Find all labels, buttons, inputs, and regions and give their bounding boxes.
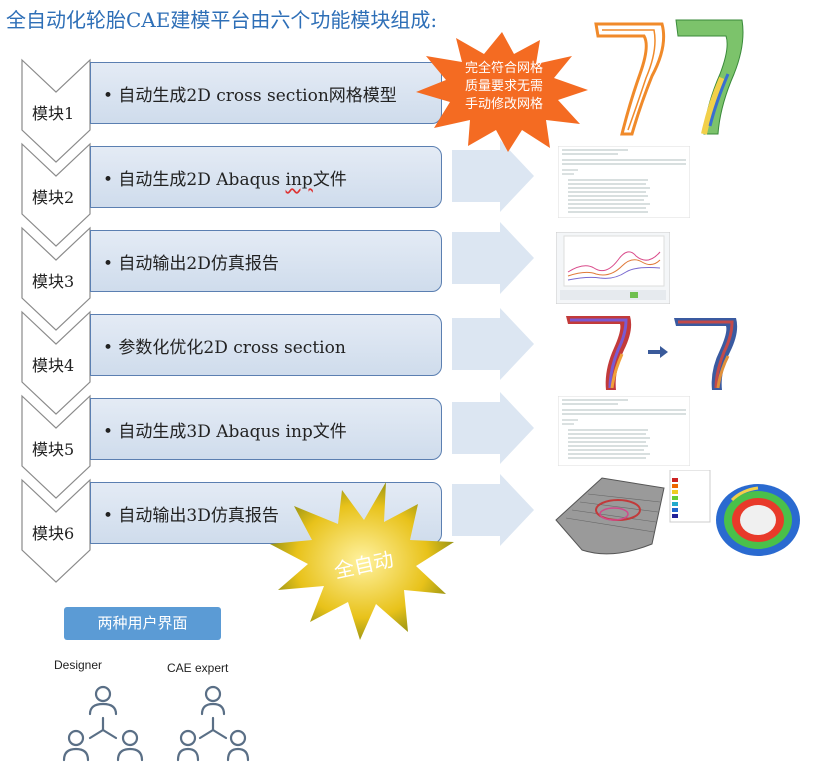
thumb-2d-mesh <box>594 19 744 136</box>
chevron-5 <box>21 394 91 499</box>
module-5-box: • 自动生成3D Abaqus inp文件 <box>90 398 442 460</box>
module-3-box: • 自动输出2D仿真报告 <box>90 230 442 292</box>
burst-top-line1: 完全符合网格 <box>465 60 543 76</box>
module-4-label: 模块4 <box>32 356 75 375</box>
flow-arrows <box>452 140 534 546</box>
arrow-6 <box>452 474 534 546</box>
module-3-text: • 自动输出2D仿真报告 <box>103 254 279 274</box>
module-5-label: 模块5 <box>32 440 75 459</box>
thumb-3d-report <box>555 470 800 556</box>
burst-bottom: 全自动 <box>270 482 454 640</box>
burst-top: 完全符合网格 质量要求无需 手动修改网格 <box>416 32 588 152</box>
module-2-text: • 自动生成2D Abaqus inp文件 <box>103 170 347 190</box>
chevron-2 <box>21 142 91 247</box>
module-2-box: • 自动生成2D Abaqus inp文件 <box>90 146 442 208</box>
chevron-6 <box>21 478 91 583</box>
page-title: 全自动化轮胎CAE建模平台由六个功能模块组成: <box>6 8 438 32</box>
designer-label: Designer <box>54 658 103 672</box>
cae-expert-label: CAE expert <box>167 661 229 675</box>
module-5-text: • 自动生成3D Abaqus inp文件 <box>103 422 347 442</box>
thumb-3d-inp <box>558 396 690 466</box>
burst-top-line3: 手动修改网格 <box>465 96 543 112</box>
thumb-2d-optimization <box>566 316 738 390</box>
arrow-4 <box>452 308 534 380</box>
module-3-label: 模块3 <box>32 272 75 291</box>
arrow-2 <box>452 140 534 212</box>
chevron-3 <box>21 226 91 331</box>
thumb-2d-inp <box>558 146 690 218</box>
thumb-2d-report <box>556 232 670 304</box>
module-1-box: • 自动生成2D cross section网格模型 <box>90 62 442 124</box>
arrow-5 <box>452 392 534 464</box>
chevron-column <box>21 58 91 583</box>
arrow-3 <box>452 222 534 294</box>
burst-top-line2: 质量要求无需 <box>465 79 543 94</box>
module-2-label: 模块2 <box>32 188 75 207</box>
module-6-text: • 自动输出3D仿真报告 <box>103 506 279 526</box>
module-1-text: • 自动生成2D cross section网格模型 <box>103 86 397 106</box>
designer-group-icon <box>62 685 144 762</box>
chevron-4 <box>21 310 91 415</box>
chevron-1 <box>21 58 91 163</box>
module-4-box: • 参数化优化2D cross section <box>90 314 442 376</box>
module-6-label: 模块6 <box>32 524 75 543</box>
module-1-label: 模块1 <box>32 104 75 123</box>
cae-expert-group-icon <box>176 685 250 762</box>
user-interface-badge: 两种用户界面 <box>64 607 221 640</box>
module-4-text: • 参数化优化2D cross section <box>103 338 346 358</box>
